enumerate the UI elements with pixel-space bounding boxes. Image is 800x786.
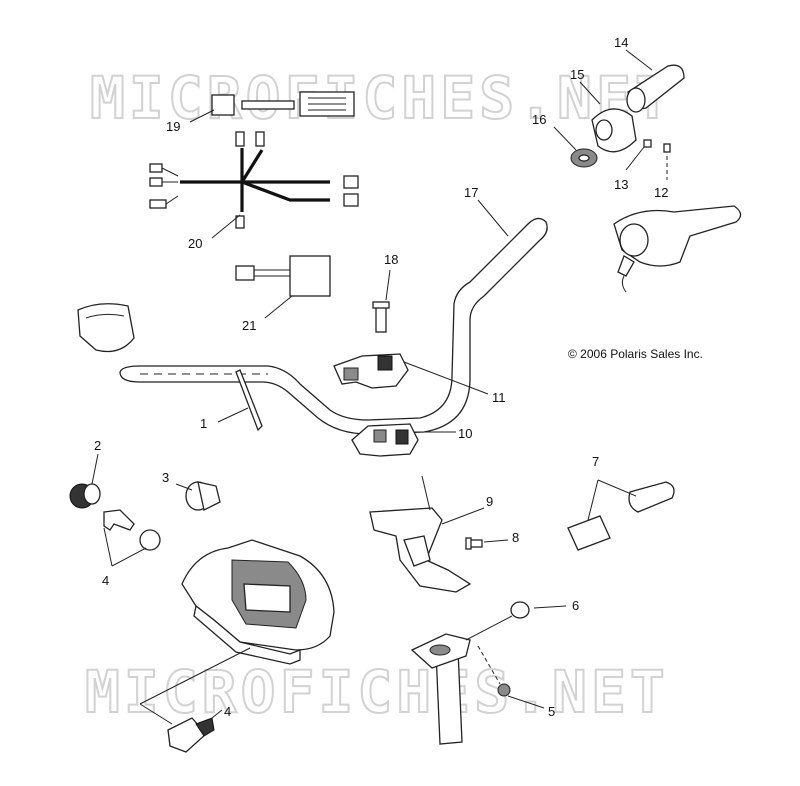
watermark-bottom: MICROFICHES.NET (85, 658, 669, 726)
watermark-top: MICROFICHES.NET (90, 64, 674, 132)
part-13-screw (643, 139, 652, 148)
callout-11: 11 (492, 390, 506, 405)
callout-5: 5 (548, 704, 555, 719)
part-19-connector (211, 91, 355, 117)
part-4-bracket-upper (103, 509, 161, 551)
callout-3: 3 (162, 470, 169, 485)
callout-6: 6 (572, 598, 579, 613)
part-14-grip (626, 64, 685, 113)
callout-18: 18 (384, 252, 398, 267)
instrument-pod-housing (181, 539, 335, 665)
part-20-wiring-harness (149, 131, 359, 229)
callout-7: 7 (592, 454, 599, 469)
part-9-bracket (369, 507, 472, 593)
brake-lever-assembly (613, 205, 742, 293)
copyright-notice: © 2006 Polaris Sales Inc. (568, 347, 703, 361)
part-5-nut (497, 683, 511, 697)
part-4-switch-lower (167, 717, 215, 753)
part-11-upper-clamp (333, 353, 409, 389)
callout-2: 2 (94, 438, 101, 453)
part-2-indicator (69, 483, 101, 509)
callout-4-upper: 4 (102, 573, 109, 588)
callout-1: 1 (200, 416, 207, 431)
callout-9: 9 (486, 494, 493, 509)
callout-15: 15 (570, 67, 584, 82)
part-17-handlebar (119, 217, 548, 435)
part-3-switch (185, 481, 221, 511)
callout-12: 12 (654, 185, 668, 200)
callout-4-lower: 4 (224, 704, 231, 719)
callout-8: 8 (512, 530, 519, 545)
callout-10: 10 (458, 426, 472, 441)
part-15-throttle-housing (591, 108, 637, 153)
callout-16: 16 (532, 112, 546, 127)
part-12-screw (663, 143, 671, 153)
callout-20: 20 (188, 236, 202, 251)
part-8-screw (465, 537, 483, 550)
callout-17: 17 (464, 185, 478, 200)
callout-14: 14 (614, 35, 628, 50)
part-16-washer (570, 148, 598, 168)
switch-cover (77, 303, 135, 353)
part-21-module (235, 255, 331, 297)
part-10-lower-clamp (351, 423, 419, 457)
callout-21: 21 (242, 318, 256, 333)
part-6-bushing (510, 601, 530, 619)
part-1-tie-strap (235, 369, 263, 432)
part-7-connectors (567, 481, 675, 551)
steering-post (410, 633, 471, 745)
part-18-bolt (372, 301, 390, 333)
callout-13: 13 (614, 177, 628, 192)
callout-19: 19 (166, 119, 180, 134)
